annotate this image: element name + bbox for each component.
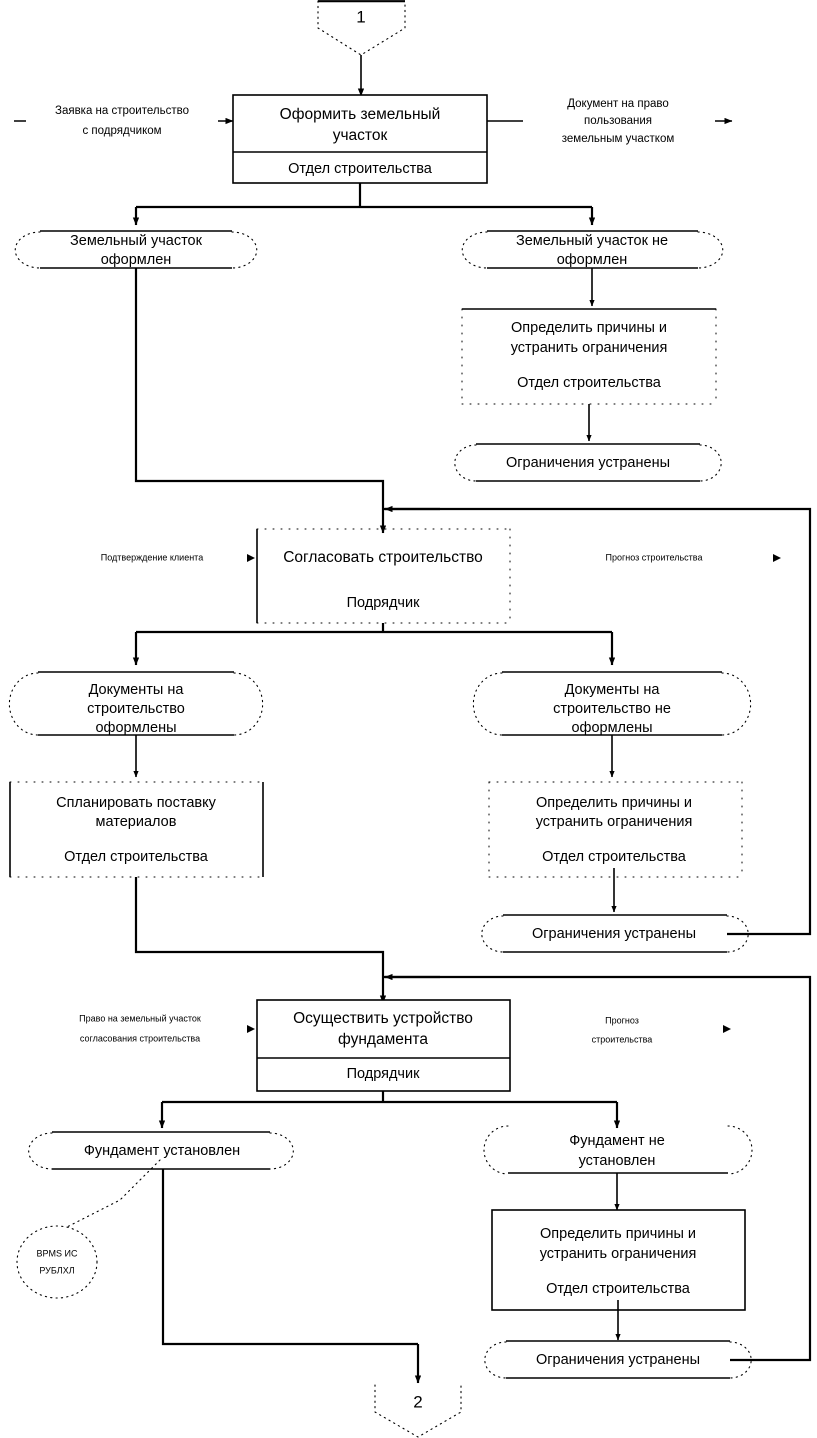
event-uchastok-ne-oformlen[interactable]: Земельный участок не оформлен [461, 230, 724, 269]
activity-name-line1: Определить причины и [536, 795, 692, 811]
input-pravo-na-uchastok: Право на земельный участок согласования … [79, 1013, 255, 1043]
activity-name-line2: устранить ограничения [536, 814, 693, 830]
output-label: Прогноз строительства [606, 552, 703, 562]
activity-splanirovat-postavku[interactable]: Спланировать поставку материалов Отдел с… [9, 781, 264, 878]
activity-name-line2: участок [333, 127, 388, 144]
annotation-line2: РУБЛХЛ [39, 1265, 74, 1275]
output-arrow-icon [723, 1025, 731, 1033]
activity-performer: Отдел строительства [542, 849, 687, 865]
event-label-line3: оформлены [95, 720, 176, 736]
activity-name: Согласовать строительство [283, 549, 483, 566]
activity-performer: Подрядчик [347, 1066, 420, 1082]
route-to-connector-bottom [161, 1169, 422, 1384]
event-label-line1: Фундамент не [569, 1133, 665, 1149]
activity-name-line1: Оформить земельный [280, 106, 441, 123]
event-label-line1: Земельный участок не [516, 233, 668, 249]
activity-oformit-uchastok[interactable]: Оформить земельный участок Отдел строите… [232, 94, 488, 184]
activity-name-line1: Определить причины и [540, 1226, 696, 1242]
output-prognoz-stroitelstva: Прогноз строительства [606, 552, 781, 562]
input-label-line2: согласования строительства [80, 1033, 200, 1043]
input-label-line1: Право на земельный участок [79, 1013, 201, 1023]
output-label-line2: строительства [592, 1034, 653, 1044]
input-podtverzhdenie-klienta: Подтверждение клиента [101, 552, 255, 562]
annotation-bpms[interactable]: BPMS ИС РУБЛХЛ [16, 1159, 161, 1299]
event-dokumenty-ne-oformleny[interactable]: Документы на строительство не оформлены [472, 671, 752, 736]
output-prognoz-stroitelstva-2: Прогноз строительства [592, 1015, 731, 1044]
input-arrow-icon [247, 1025, 255, 1033]
connector-bottom: 2 [374, 1384, 462, 1438]
output-label-line2: пользования [584, 115, 652, 127]
activity-opredelit-prichiny-2[interactable]: Определить причины и устранить ограничен… [488, 781, 743, 878]
output-label-line3: земельным участком [562, 133, 675, 145]
activity-name-line2: материалов [96, 814, 177, 830]
connector-bottom-label: 2 [413, 1392, 422, 1411]
split-after-activity2 [132, 623, 616, 666]
activity-performer: Отдел строительства [517, 375, 662, 391]
connector-top-label: 1 [356, 7, 365, 26]
event-uchastok-oformlen[interactable]: Земельный участок оформлен [14, 230, 258, 269]
activity-name-line2: устранить ограничения [540, 1246, 697, 1262]
input-zayavka: Заявка на строительство с подрядчиком [14, 100, 234, 142]
input-label-line1: Заявка на строительство [55, 105, 189, 117]
merge-into-activity2 [134, 268, 812, 534]
activity-soglasovat-stroitelstvo[interactable]: Согласовать строительство Подрядчик [256, 528, 511, 624]
activity-performer: Отдел строительства [546, 1281, 691, 1297]
edge-return-to-activity2 [727, 516, 812, 936]
connector-top: 1 [317, 0, 406, 97]
activity-opredelit-prichiny-3[interactable]: Определить причины и устранить ограничен… [491, 1209, 746, 1311]
event-ogranicheniya-ustraneny-1[interactable]: Ограничения устранены [454, 443, 722, 482]
event-ogranicheniya-ustraneny-2[interactable]: Ограничения устранены [481, 914, 749, 953]
split-after-activity1 [132, 183, 596, 226]
event-label-line2: строительство [87, 701, 185, 717]
event-label: Ограничения устранены [506, 455, 670, 471]
split-after-activity3 [158, 1091, 621, 1129]
event-label-line2: строительство не [553, 701, 671, 717]
event-label-line2: оформлен [101, 252, 172, 268]
activity-performer: Отдел строительства [288, 161, 433, 177]
input-label: Подтверждение клиента [101, 552, 203, 562]
output-label-line1: Документ на право [567, 98, 669, 110]
event-label: Фундамент установлен [84, 1143, 240, 1159]
event-fundament-ne-ustanovlen[interactable]: Фундамент не установлен [483, 1125, 753, 1175]
annotation-line1: BPMS ИС [37, 1248, 78, 1258]
event-label-line3: оформлены [571, 720, 652, 736]
event-label-line1: Земельный участок [70, 233, 203, 249]
activity-performer: Отдел строительства [64, 849, 209, 865]
output-label-line1: Прогноз [605, 1015, 639, 1025]
merge-into-activity3 [134, 877, 812, 1004]
activity-name-line2: устранить ограничения [511, 340, 668, 356]
event-ogranicheniya-ustraneny-3[interactable]: Ограничения устранены [484, 1340, 752, 1379]
edge-return-to-activity3 [730, 985, 812, 1362]
event-label: Ограничения устранены [532, 926, 696, 942]
event-label-line1: Документы на [565, 682, 661, 698]
output-arrow-icon [773, 554, 781, 562]
activity-name-line2: фундамента [338, 1031, 428, 1048]
activity-performer: Подрядчик [347, 595, 420, 611]
event-label-line1: Документы на [89, 682, 185, 698]
activity-opredelit-prichiny-1[interactable]: Определить причины и устранить ограничен… [461, 308, 717, 405]
input-arrow-icon [247, 554, 255, 562]
activity-name-line1: Осуществить устройство [293, 1010, 473, 1027]
event-fundament-ustanovlen[interactable]: Фундамент установлен [28, 1131, 294, 1170]
activity-name-line1: Определить причины и [511, 320, 667, 336]
annotation-leader-line [64, 1159, 161, 1229]
event-label-line2: оформлен [557, 252, 628, 268]
activity-ustroystvo-fundamenta[interactable]: Осуществить устройство фундамента Подряд… [256, 999, 511, 1092]
event-dokumenty-oformleny[interactable]: Документы на строительство оформлены [8, 671, 264, 736]
annotation-bubble [16, 1225, 98, 1299]
event-label: Ограничения устранены [536, 1352, 700, 1368]
activity-name-line1: Спланировать поставку [56, 795, 217, 811]
event-label-line2: установлен [579, 1153, 656, 1169]
output-dokument-pravo: Документ на право пользования земельным … [487, 96, 733, 150]
input-label-line2: с подрядчиком [82, 125, 161, 137]
